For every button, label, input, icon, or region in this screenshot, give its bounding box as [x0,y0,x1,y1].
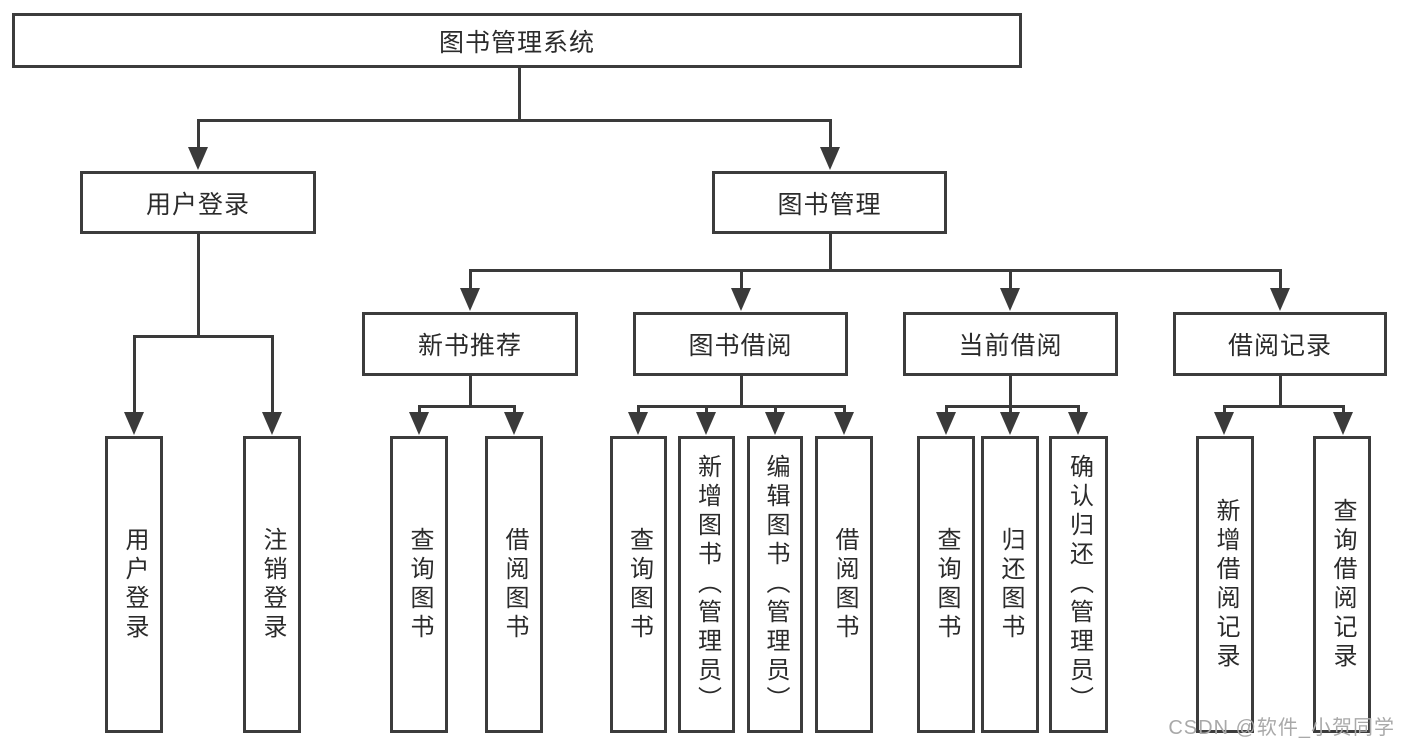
connector-drop [417,406,421,415]
node-label: 借阅图书 [831,526,858,643]
connector-drop [944,406,948,415]
connector-drop [739,270,743,291]
node-label: 注销登录 [259,526,286,643]
arrow-down-icon [188,147,208,170]
node-leaf-user-login: 用户登录 [105,436,163,733]
node-label: 查询图书 [625,526,653,643]
connector-stem [196,234,200,338]
node-label: 借阅记录 [1227,332,1332,360]
node-label: 查询图书 [933,526,960,643]
arrow-down-icon [1068,412,1088,435]
arrow-down-icon [696,412,716,435]
node-bb-borrow-books: 借阅图书 [815,436,873,733]
node-book-management: 图书管理 [712,171,947,234]
node-label: 编辑图书（管理员） [762,454,789,715]
arrow-down-icon [262,412,282,435]
node-new-book-recommend: 新书推荐 [362,312,578,376]
node-nbr-borrow-books: 借阅图书 [485,436,543,733]
connector-drop [636,406,640,415]
connector-drop [773,406,777,415]
connector-drop [132,336,136,415]
connector-stem [517,68,521,122]
node-label: 当前借阅 [958,332,1063,360]
node-br-query-record: 查询借阅记录 [1313,436,1371,733]
connector-drop [1076,406,1080,415]
connector-branch [636,404,846,408]
connector-branch [196,118,832,122]
connector-branch [944,404,1080,408]
node-bb-edit-books: 编辑图书（管理员） [747,436,803,733]
connector-branch [1222,404,1345,408]
node-user-login: 用户登录 [80,171,316,234]
connector-drop [1008,406,1012,415]
connector-stem [1278,376,1282,408]
node-label: 新书推荐 [417,332,522,360]
node-bb-add-books: 新增图书（管理员） [678,436,735,733]
node-label: 图书管理系统 [438,28,595,57]
node-label: 图书借阅 [688,332,793,360]
node-label: 查询借阅记录 [1329,497,1356,672]
connector-drop [1008,270,1012,291]
arrow-down-icon [504,412,524,435]
arrow-down-icon [1270,288,1290,311]
node-label: 新增图书（管理员） [693,454,721,715]
connector-stem [739,376,743,408]
arrow-down-icon [765,412,785,435]
arrow-down-icon [820,147,840,170]
arrow-down-icon [628,412,648,435]
node-nbr-query-books: 查询图书 [390,436,448,733]
connector-branch [132,334,274,338]
connector-drop [1222,406,1226,415]
arrow-down-icon [731,288,751,311]
node-cb-query-books: 查询图书 [917,436,975,733]
node-root: 图书管理系统 [12,13,1022,68]
arrow-down-icon [409,412,429,435]
connector-branch [468,268,1282,272]
arrow-down-icon [1214,412,1234,435]
connector-drop [842,406,846,415]
node-current-borrowing: 当前借阅 [903,312,1118,376]
node-leaf-logout: 注销登录 [243,436,301,733]
connector-stem [1008,376,1012,408]
node-label: 查询图书 [406,526,433,643]
arrow-down-icon [1000,412,1020,435]
node-label: 用户登录 [145,190,250,219]
arrow-down-icon [936,412,956,435]
node-book-borrowing: 图书借阅 [633,312,848,376]
watermark: CSDN @软件_小贺同学 [1168,717,1395,739]
node-br-add-record: 新增借阅记录 [1196,436,1254,733]
node-label: 用户登录 [121,526,148,643]
connector-drop [270,336,274,415]
node-bb-query-books: 查询图书 [610,436,667,733]
connector-drop [828,120,832,150]
connector-drop [196,120,200,150]
node-label: 借阅图书 [501,526,528,643]
connector-drop [468,270,472,291]
connector-branch [417,404,516,408]
connector-stem [828,234,832,272]
connector-drop [512,406,516,415]
node-cb-confirm-return: 确认归还（管理员） [1049,436,1108,733]
node-label: 新增借阅记录 [1212,497,1239,672]
node-borrow-records: 借阅记录 [1173,312,1387,376]
connector-drop [704,406,708,415]
arrow-down-icon [1000,288,1020,311]
arrow-down-icon [124,412,144,435]
connector-drop [1278,270,1282,291]
connector-stem [468,376,472,408]
arrow-down-icon [460,288,480,311]
arrow-down-icon [1333,412,1353,435]
node-cb-return-books: 归还图书 [981,436,1039,733]
arrow-down-icon [834,412,854,435]
node-label: 归还图书 [997,526,1024,643]
node-label: 图书管理 [777,190,882,219]
connector-drop [1341,406,1345,415]
node-label: 确认归还（管理员） [1065,454,1093,715]
